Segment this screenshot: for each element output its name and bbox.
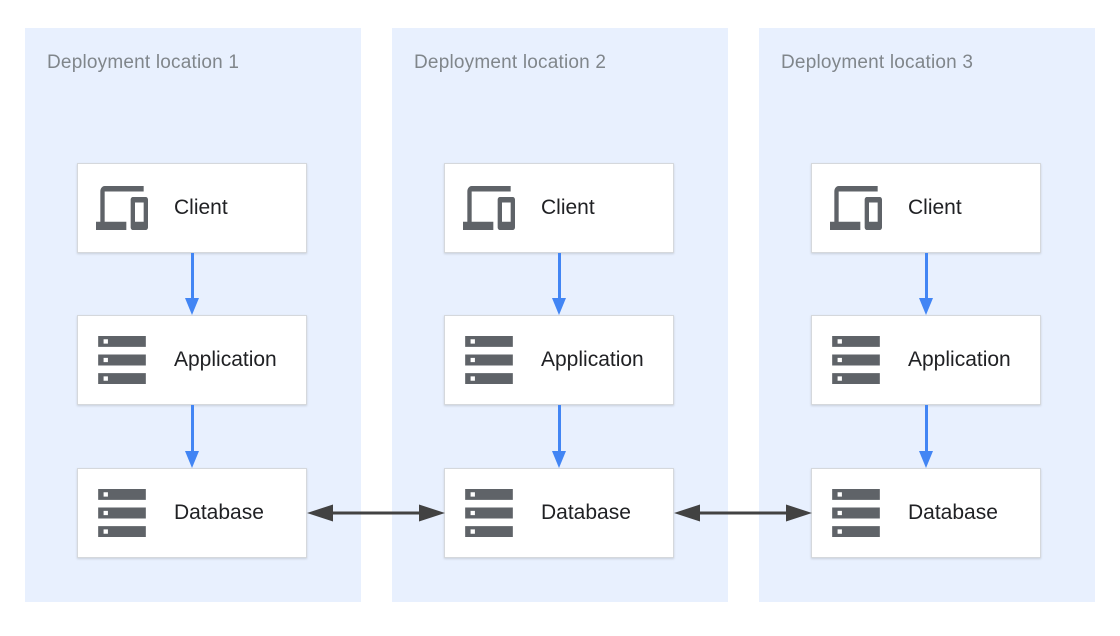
servers-icon xyxy=(98,336,146,384)
sync-arrow-database2-database3 xyxy=(674,504,812,522)
servers-icon xyxy=(832,489,880,537)
node-label: Database xyxy=(908,501,998,524)
flow-arrowhead xyxy=(552,451,566,468)
panel-title: Deployment location 3 xyxy=(781,52,974,73)
panel-title: Deployment location 1 xyxy=(47,52,240,73)
flow-arrowhead xyxy=(919,298,933,315)
servers-icon xyxy=(465,336,513,384)
client-node: Client xyxy=(811,163,1041,253)
servers-icon xyxy=(98,489,146,537)
node-label: Client xyxy=(908,196,962,219)
application-node: Application xyxy=(444,315,674,405)
devices-icon xyxy=(830,186,882,230)
sync-arrow-database1-database2 xyxy=(307,504,445,522)
node-label: Client xyxy=(541,196,595,219)
application-node: Application xyxy=(811,315,1041,405)
flow-arrow-application-to-database xyxy=(558,405,561,451)
deployment-location-2-panel: Deployment location 2 Client Application… xyxy=(392,28,728,602)
node-label: Database xyxy=(174,501,264,524)
panel-title: Deployment location 2 xyxy=(414,52,607,73)
node-label: Application xyxy=(174,348,277,371)
flow-arrowhead xyxy=(185,451,199,468)
flow-arrow-client-to-application xyxy=(191,253,194,299)
node-label: Database xyxy=(541,501,631,524)
flow-arrowhead xyxy=(919,451,933,468)
database-node: Database xyxy=(444,468,674,558)
client-node: Client xyxy=(444,163,674,253)
client-node: Client xyxy=(77,163,307,253)
node-label: Application xyxy=(541,348,644,371)
devices-icon xyxy=(463,186,515,230)
flow-arrow-application-to-database xyxy=(191,405,194,451)
devices-icon xyxy=(96,186,148,230)
node-label: Client xyxy=(174,196,228,219)
flow-arrowhead xyxy=(552,298,566,315)
servers-icon xyxy=(832,336,880,384)
database-node: Database xyxy=(811,468,1041,558)
application-node: Application xyxy=(77,315,307,405)
flow-arrow-application-to-database xyxy=(925,405,928,451)
deployment-location-3-panel: Deployment location 3 Client Application… xyxy=(759,28,1095,602)
servers-icon xyxy=(465,489,513,537)
deployment-location-1-panel: Deployment location 1 Client Application… xyxy=(25,28,361,602)
flow-arrow-client-to-application xyxy=(558,253,561,299)
database-node: Database xyxy=(77,468,307,558)
flow-arrowhead xyxy=(185,298,199,315)
node-label: Application xyxy=(908,348,1011,371)
flow-arrow-client-to-application xyxy=(925,253,928,299)
